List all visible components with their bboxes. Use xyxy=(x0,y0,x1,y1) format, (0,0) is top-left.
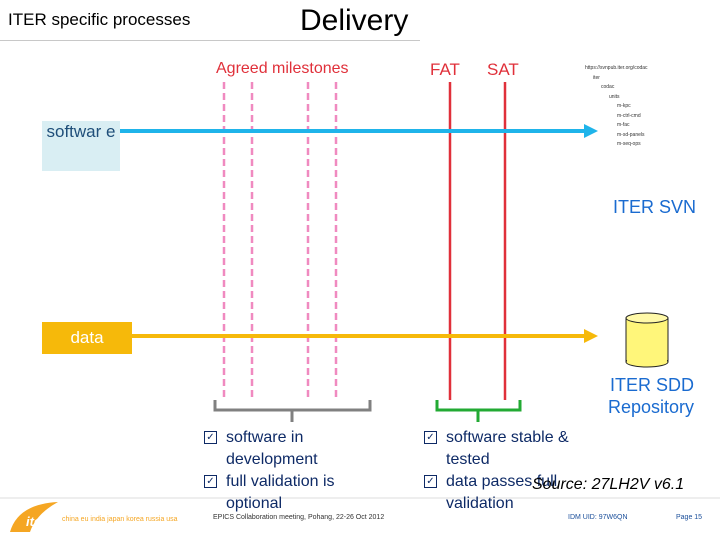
iter-sdd-label: ITER SDD Repository xyxy=(560,374,694,418)
svn-tree-screenshot: https://svnpub.iter.org/codac iter codac… xyxy=(585,64,695,194)
iter-sdd-line2: Repository xyxy=(607,397,694,417)
software-arrowhead xyxy=(584,124,598,138)
data-track-label: data xyxy=(42,322,132,354)
agreed-milestones-label: Agreed milestones xyxy=(216,60,349,77)
sat-label: SAT xyxy=(487,60,519,79)
svn-tree-node: https://svnpub.iter.org/codac xyxy=(585,65,648,71)
svn-tree-node: m-kpc xyxy=(617,103,631,109)
fat-label: FAT xyxy=(430,60,460,79)
section-title: ITER specific processes xyxy=(8,10,191,29)
iter-sdd-line1: ITER SDD xyxy=(609,375,694,395)
iter-logo-icon xyxy=(10,502,58,532)
svn-tree-node: m-seq-ops xyxy=(617,141,641,147)
software-track-label: softwar e xyxy=(42,121,120,171)
iter-svn-label: ITER SVN xyxy=(612,197,696,217)
list-item: ✓ data passes full validation xyxy=(424,471,624,515)
source-citation: Source: 27LH2V v6.1 xyxy=(532,476,685,493)
right-conditions-list: ✓ software stable & tested ✓ data passes… xyxy=(424,427,624,515)
checkbox-icon: ✓ xyxy=(204,475,217,488)
checkbox-icon: ✓ xyxy=(424,431,437,444)
header-divider xyxy=(0,40,420,41)
right-bracket xyxy=(435,400,522,422)
left-conditions-list: ✓ software in development ✓ full validat… xyxy=(204,427,414,515)
checkbox-icon: ✓ xyxy=(204,431,217,444)
svn-tree-node: units xyxy=(609,93,620,100)
left-bracket xyxy=(213,400,372,422)
page-number: Page 15 xyxy=(676,514,703,521)
meeting-footer: EPICS Collaboration meeting, Pohang, 22-… xyxy=(213,514,385,521)
partners-slogan: china eu india japan korea russia usa xyxy=(62,516,178,523)
page-title: Delivery xyxy=(300,4,409,37)
list-item: ✓ full validation is optional xyxy=(204,471,414,515)
svn-tree-node: m-ctrl-cmd xyxy=(617,112,641,119)
list-item: ✓ software in development xyxy=(204,427,414,471)
data-arrowhead xyxy=(584,329,598,343)
checkbox-icon: ✓ xyxy=(424,475,437,488)
svn-tree-node: m-fac xyxy=(617,122,630,128)
database-icon xyxy=(625,312,669,368)
svn-tree-node: codac xyxy=(601,84,615,90)
list-item: ✓ software stable & tested xyxy=(424,427,624,471)
svn-tree-node: m-sd-panels xyxy=(617,131,645,138)
iter-logo-text: iter xyxy=(26,514,47,529)
idm-uid: IDM UID: 97W6QN xyxy=(568,514,628,521)
svn-tree-node: iter xyxy=(593,74,600,81)
